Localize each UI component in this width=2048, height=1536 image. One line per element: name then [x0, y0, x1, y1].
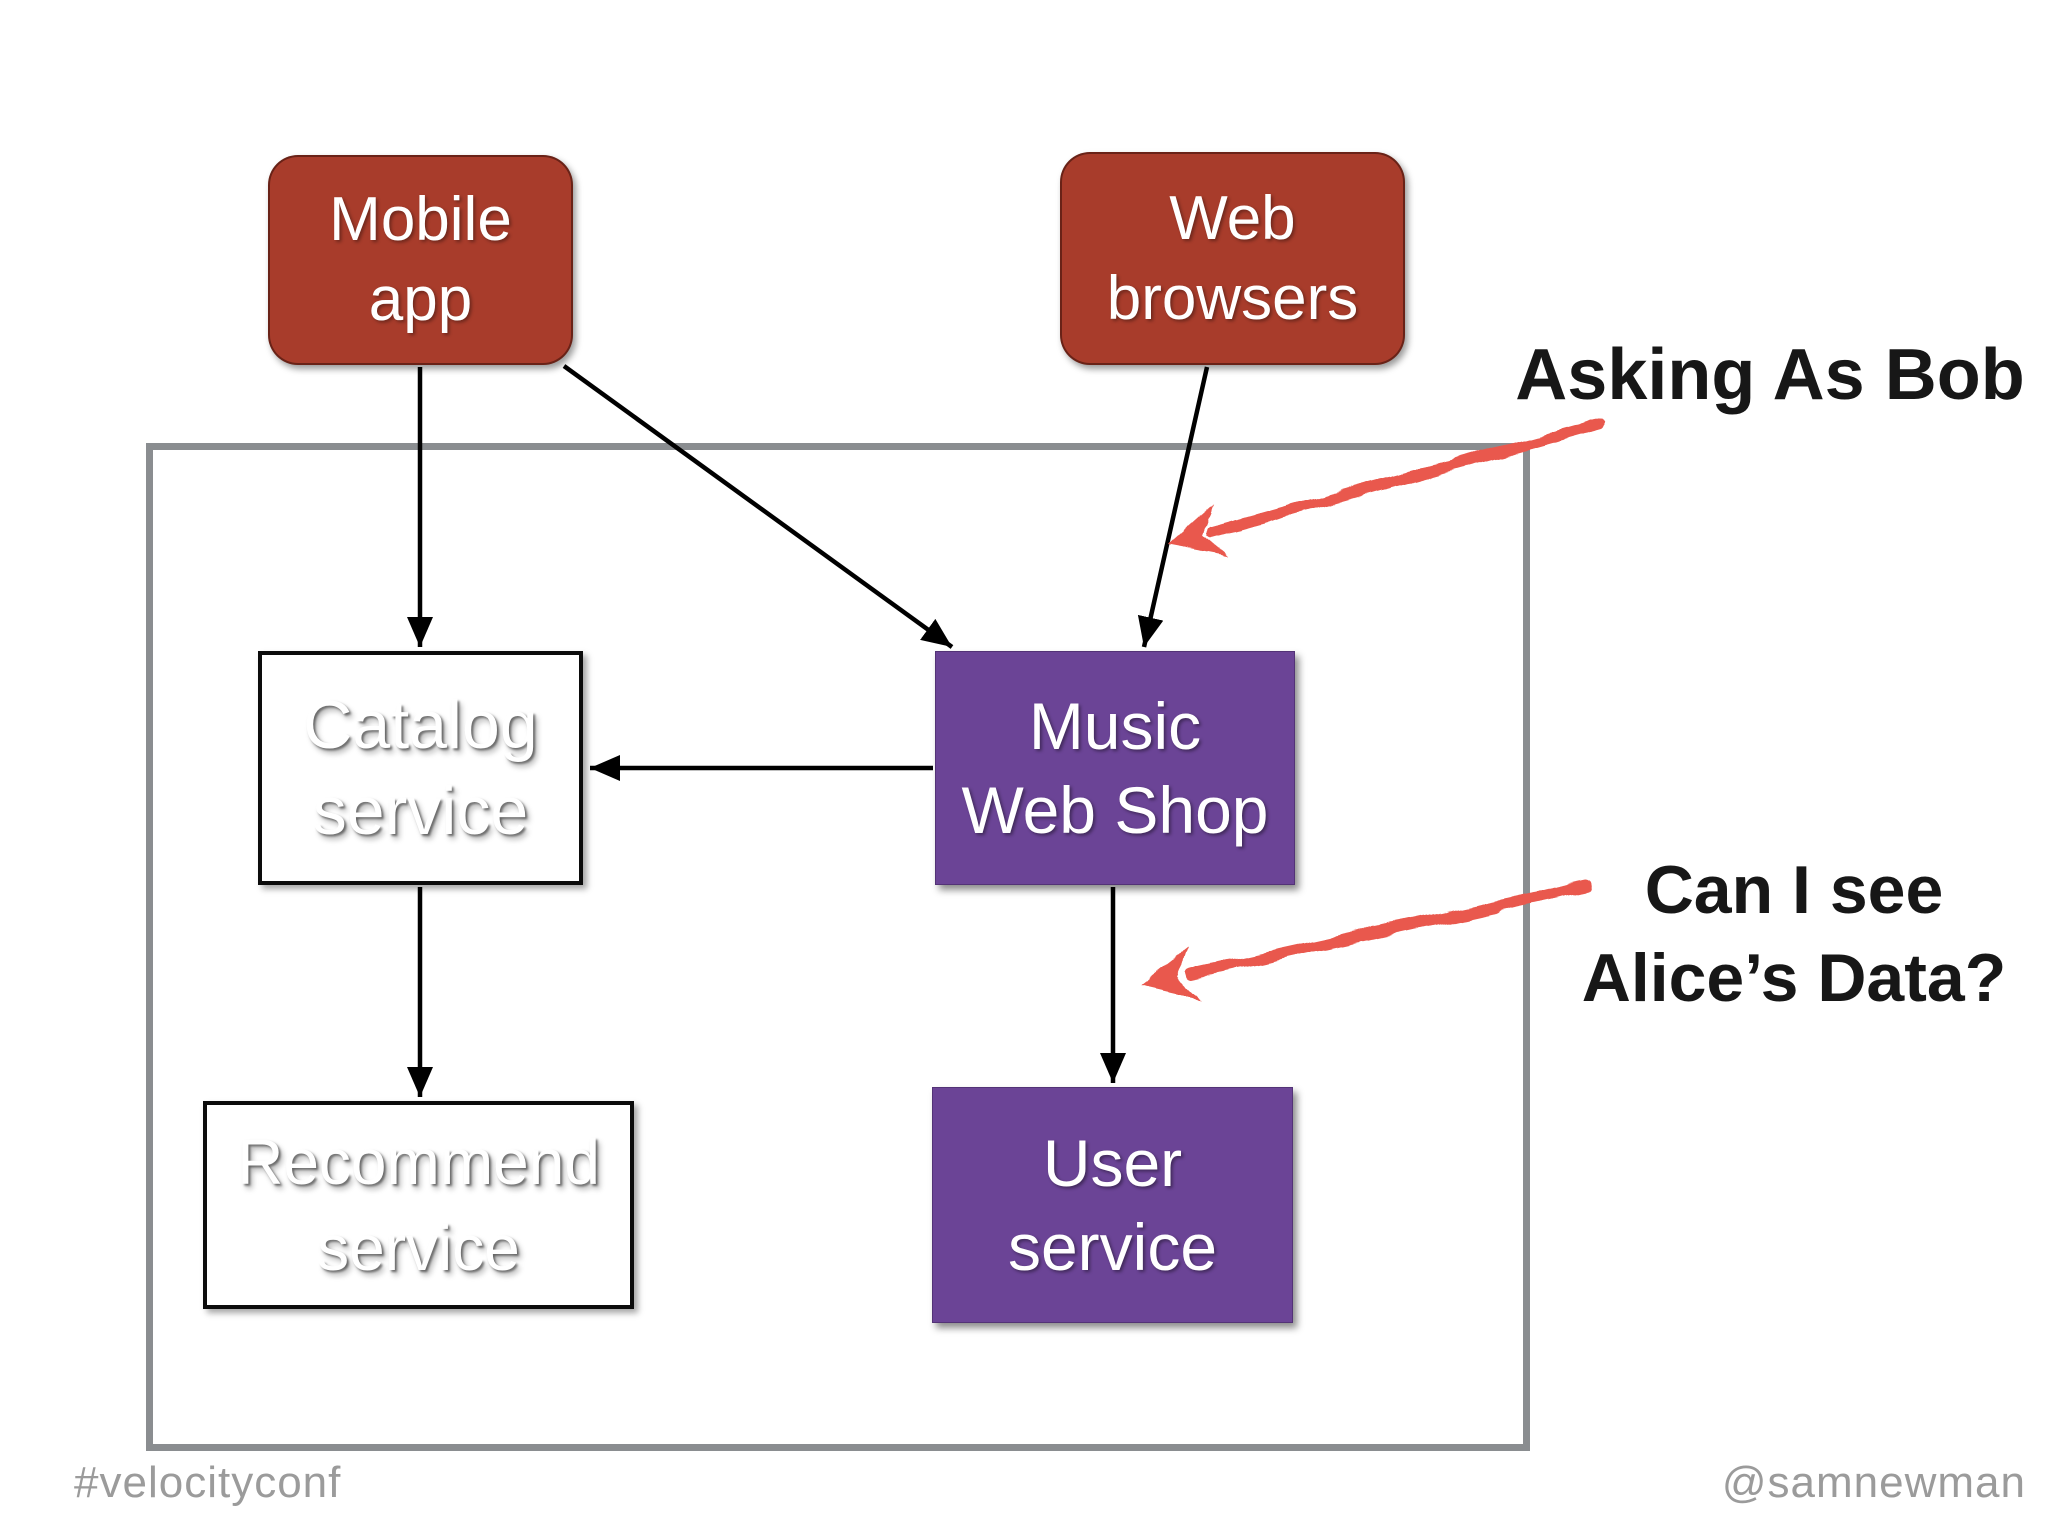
node-mobile-app: Mobile app [268, 155, 573, 365]
annotation-can-i-see-alices-data: Can I see Alice’s Data? [1581, 852, 2007, 1016]
footer-hashtag: #velocityconf [74, 1458, 342, 1507]
footer-twitter-handle: @samnewman [1721, 1458, 2026, 1507]
node-catalog-service: Catalog service [258, 651, 583, 885]
node-music-web-shop: Music Web Shop [935, 651, 1295, 885]
node-recommend-service: Recommend service [203, 1101, 634, 1309]
node-web-browsers: Web browsers [1060, 152, 1405, 365]
node-user-service: User service [932, 1087, 1293, 1323]
annotation-asking-as-bob: Asking As Bob [1515, 335, 2025, 415]
